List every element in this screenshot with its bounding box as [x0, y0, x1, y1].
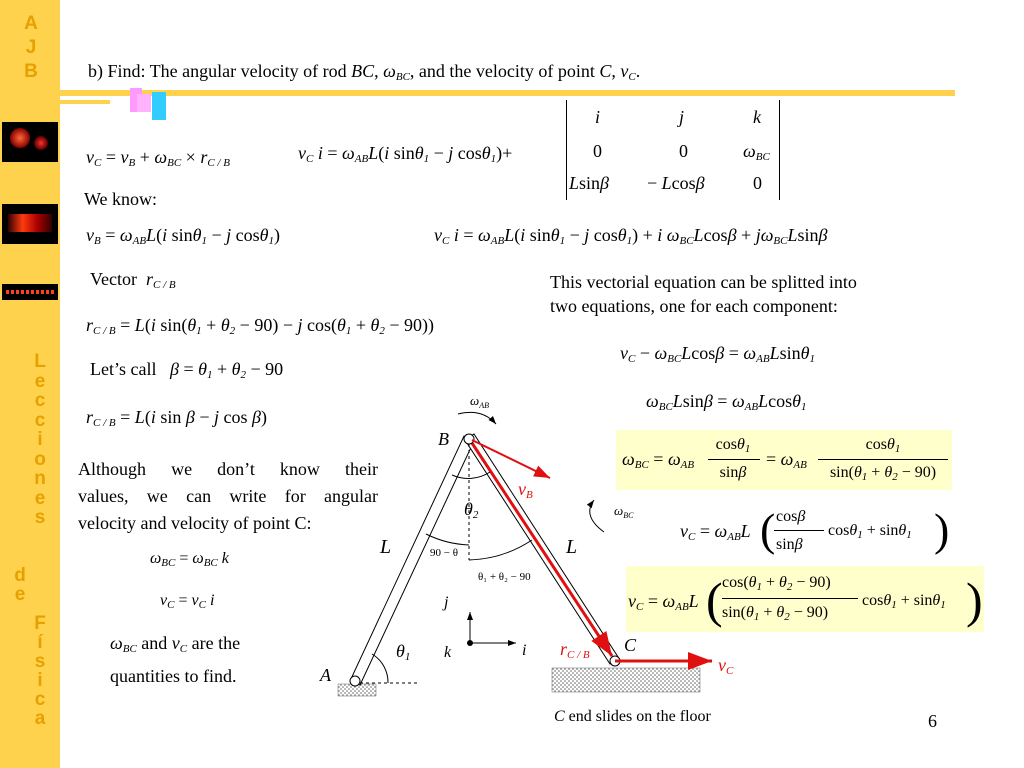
label-theta1: θ1	[396, 641, 411, 663]
label-axis-i: i	[522, 642, 527, 659]
header-decoration-2	[137, 94, 151, 112]
explain-text: This vectorial equation can be splitted …	[550, 272, 857, 316]
label-B: B	[438, 429, 449, 449]
vC-bracket-r: )	[966, 572, 983, 628]
result-omegaBC-eq2: = ωAB	[766, 449, 807, 471]
sidebar-thumbnail-2	[2, 204, 58, 244]
frac-2-den: sin(θ1 + θ2 − 90)	[829, 464, 937, 483]
label-A: A	[320, 665, 331, 685]
label-axis-k: k	[444, 644, 452, 661]
omegaBC-arrow	[586, 499, 605, 533]
determinant-matrix: i j k 0 0 ωBC Lsinβ − Lcosβ 0	[566, 100, 780, 200]
although-text: Although we don’t know their values, we …	[78, 459, 378, 533]
vC-beta-num: cosβ	[776, 508, 806, 525]
we-know-label: We know:	[84, 189, 158, 209]
frac-line-3	[774, 530, 824, 531]
arc-theta2	[451, 471, 491, 479]
result-omegaBC: ωBC = ωAB	[622, 449, 695, 471]
page-number: 6	[928, 711, 937, 731]
label-omegaAB: ωAB	[470, 393, 489, 410]
unknowns-text: ωBC and vC are the quantities to find.	[110, 633, 241, 686]
label-beta-angle: θ₁ + θ₂ − 90	[478, 571, 531, 583]
lets-call: Let’s call β = θ1 + θ2 − 90	[90, 359, 284, 381]
frac-line-4	[722, 598, 858, 599]
eq-vC: vC = vC i	[160, 592, 215, 611]
sidebar-thumbnail-1	[2, 122, 58, 162]
label-L-right: L	[566, 536, 578, 558]
eq-determinant: vC i = ωABL(i sinθ1 − j cosθ1)+	[298, 143, 513, 165]
label-C: C	[624, 635, 637, 655]
label-omegaBC: ωBC	[614, 503, 634, 520]
result-vC: vC = ωABL	[628, 591, 699, 613]
eq-component-j: ωBCLsinβ = ωABLcosθ1	[646, 391, 807, 413]
eq-omegaBC: ωBC = ωBC k	[150, 550, 229, 569]
frac-1-den: sinβ	[719, 464, 747, 481]
label-vC: vC	[718, 655, 734, 677]
eq-component-i: vC − ωBCLcosβ = ωABLsinθ1	[620, 343, 815, 365]
eq-rCB-full: rC / B = L(i sin(θ1 + θ2 − 90) − j cos(θ…	[86, 315, 434, 337]
pin-B	[463, 433, 475, 445]
frac-line-1	[708, 459, 760, 460]
sidebar-logo: A J B	[24, 13, 38, 82]
vC-beta-den: sinβ	[776, 536, 803, 553]
eq-vC-beta: vC = ωABL	[680, 521, 751, 543]
eq-vB: vB = ωABL(i sinθ1 − j cosθ1)	[86, 225, 280, 247]
vC-beta-tail: cosθ1 + sinθ1	[828, 522, 912, 541]
vC-den: sin(θ1 + θ2 − 90)	[722, 604, 829, 623]
eq-velocity-relation: vC = vB + ωBC × rC / B	[86, 147, 230, 169]
label-theta2: θ2	[464, 499, 479, 521]
arc-beta	[468, 539, 533, 561]
vC-tail: cosθ1 + sinθ1	[862, 592, 946, 611]
arc-theta1	[371, 653, 389, 684]
vC-beta-bracket: (	[760, 504, 776, 555]
eq-rCB-beta: rC / B = L(i sin β − j cos β)	[86, 407, 267, 429]
vC-bracket: (	[706, 572, 723, 628]
axis-k-dot	[467, 640, 473, 646]
result-vC-box	[626, 566, 984, 632]
pin-A	[349, 675, 361, 687]
frac-2: cosθ1	[865, 436, 901, 455]
label-vB: vB	[518, 479, 533, 501]
label-rCB: rC / B	[560, 639, 590, 661]
label-axis-j: j	[444, 594, 449, 611]
footer-caption: C end slides on the floor	[554, 708, 711, 725]
frac-1: cosθ1	[715, 436, 751, 455]
slide-title: b) Find: The angular velocity of rod BC,…	[88, 61, 641, 83]
eq-expanded: vC i = ωABL(i sinθ1 − j cosθ1) + i ωBCLc…	[434, 225, 828, 247]
r-CB-vector	[468, 439, 614, 657]
result-omegaBC-box	[616, 430, 952, 490]
label-L-left: L	[380, 536, 392, 558]
header-decoration-3	[152, 92, 166, 120]
frac-line-2	[818, 459, 948, 460]
sidebar-thumbnail-3	[2, 284, 58, 300]
vC-num: cos(θ1 + θ2 − 90)	[722, 574, 831, 593]
vB-vector	[471, 439, 551, 479]
omegaAB-arrow	[457, 411, 497, 425]
vector-label: Vector rC / B	[90, 269, 176, 291]
arc-90-theta1	[425, 533, 470, 546]
floor-C	[551, 667, 701, 693]
header-rule-short	[60, 100, 110, 104]
label-90-theta1: 90 − θ	[430, 547, 458, 559]
vC-beta-bracket-r: )	[934, 504, 950, 555]
header-rule	[60, 90, 955, 96]
